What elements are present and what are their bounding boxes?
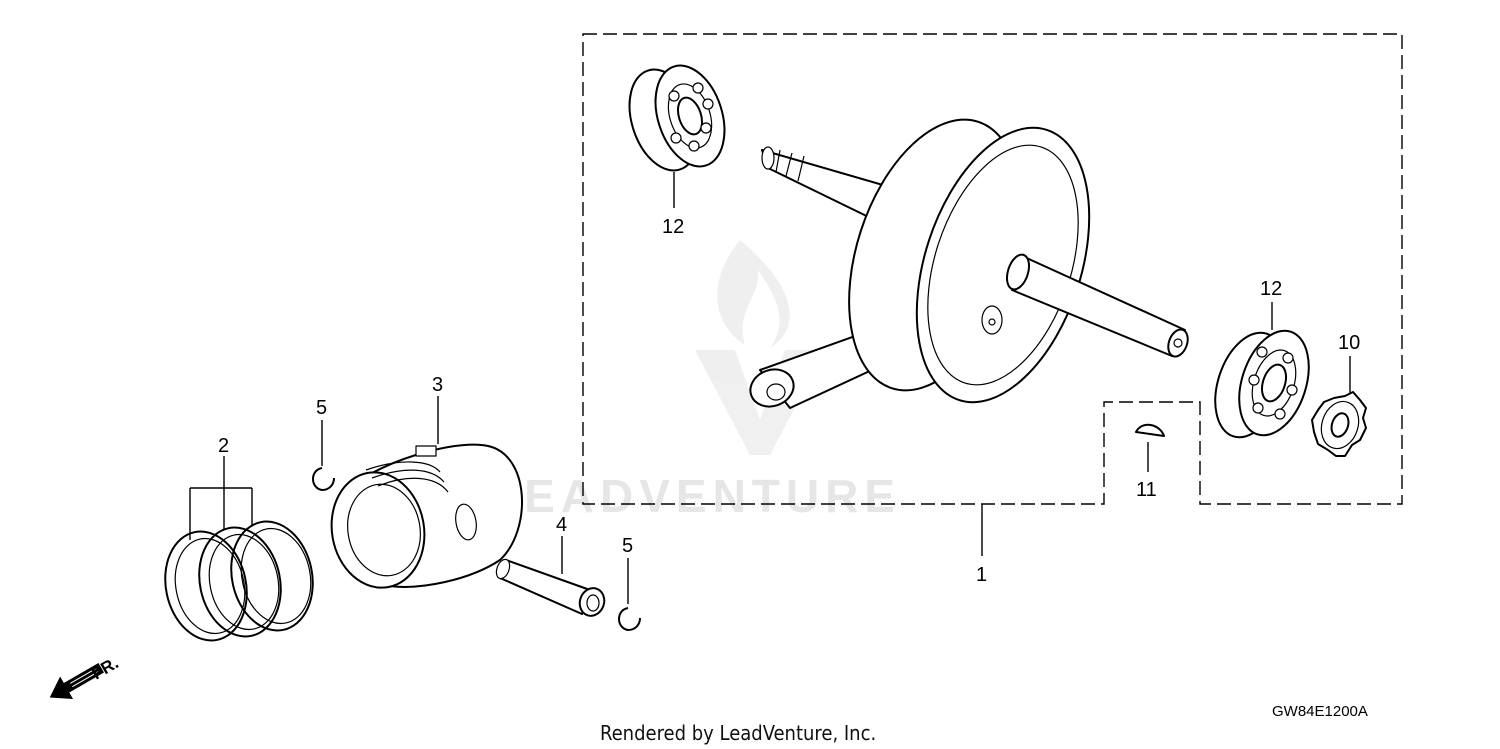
piston-pin bbox=[495, 558, 606, 617]
bearing-upper bbox=[628, 64, 726, 172]
leader-lines bbox=[189, 172, 1351, 604]
callout-12-lower: 12 bbox=[1260, 278, 1282, 300]
footer-credit: Rendered by LeadVenture, Inc. bbox=[600, 721, 876, 745]
crankshaft bbox=[749, 118, 1189, 409]
callout-11: 11 bbox=[1136, 479, 1157, 501]
piston bbox=[330, 443, 523, 589]
assembly-boundary bbox=[582, 33, 1403, 505]
piston-pin-clip-lower bbox=[618, 607, 641, 631]
callout-1: 1 bbox=[976, 564, 987, 586]
woodruff-key bbox=[1135, 423, 1165, 437]
callout-10: 10 bbox=[1338, 332, 1360, 354]
drawing-code: GW84E1200A bbox=[1272, 703, 1368, 720]
watermark-text: LEADVENTURE bbox=[490, 470, 901, 522]
watermark-logo bbox=[695, 240, 825, 455]
piston-pin-clip-upper bbox=[312, 467, 335, 491]
callout-2: 2 bbox=[218, 435, 229, 457]
callout-12-upper: 12 bbox=[662, 216, 684, 238]
bearing-lower bbox=[1214, 329, 1310, 439]
drive-sprocket bbox=[1311, 391, 1367, 457]
front-direction-arrow bbox=[49, 662, 104, 699]
piston-rings bbox=[164, 520, 314, 642]
callout-5-lower: 5 bbox=[622, 535, 633, 557]
front-direction-label: FR. bbox=[89, 653, 122, 683]
callout-5-upper: 5 bbox=[316, 397, 327, 419]
callout-4: 4 bbox=[556, 514, 567, 536]
callout-3: 3 bbox=[432, 374, 443, 396]
